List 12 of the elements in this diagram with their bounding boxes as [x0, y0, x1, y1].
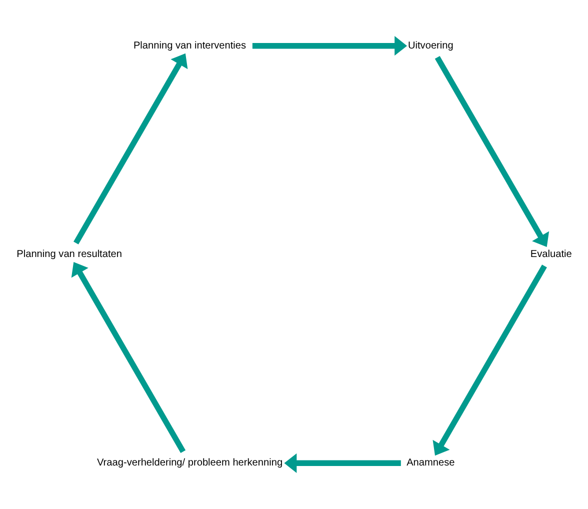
arrow	[252, 36, 408, 56]
node-text: Planning van resultaten	[16, 248, 122, 260]
node-text: Evaluatie	[530, 248, 572, 260]
node-text: Vraag-verheldering/ probleem herkenning	[96, 458, 283, 469]
node-text: Planning van interventies	[133, 40, 246, 52]
arrow	[74, 53, 188, 244]
node-text: Anamnese	[406, 458, 455, 469]
arrow	[432, 264, 547, 456]
arrow	[434, 56, 550, 247]
arrow	[71, 262, 186, 454]
arrow	[284, 453, 401, 473]
node-text: Uitvoering	[408, 40, 454, 52]
